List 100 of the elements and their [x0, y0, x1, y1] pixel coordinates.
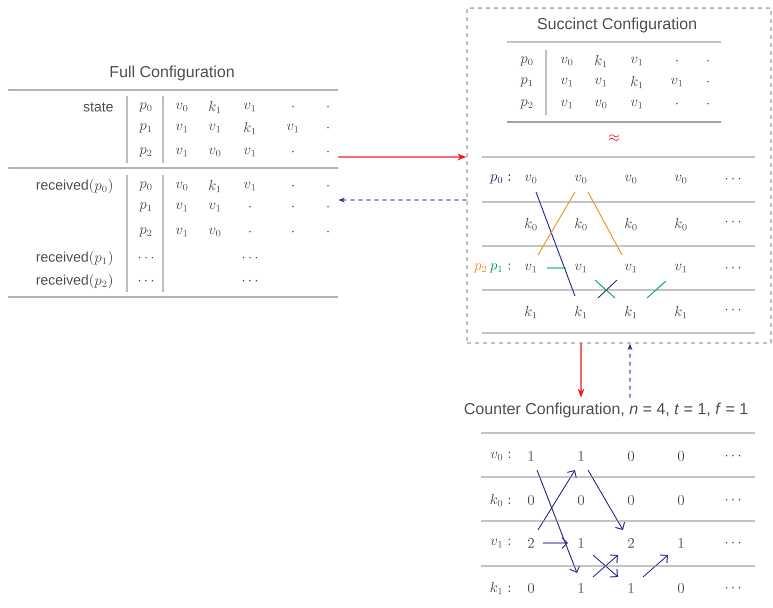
table-entry: $v_1$	[244, 102, 255, 112]
table-entry: $v_0$	[594, 100, 606, 108]
table-entry: $\cdot$	[676, 60, 678, 62]
table-entry: $0$	[628, 495, 634, 506]
table-entry: $0$	[528, 495, 534, 506]
table-entry: $p_1$	[138, 123, 152, 133]
table-entry: $k_0:$	[490, 494, 510, 506]
table-entry: $0$	[528, 583, 534, 594]
table-entry: $k_1$	[209, 180, 220, 192]
table-entry: $v_1$	[574, 264, 586, 272]
table-entry: $\cdots$	[726, 308, 740, 310]
table-entry: $v_1$	[208, 202, 220, 212]
table-entry: $p_1:$	[490, 263, 510, 273]
table-entry: $\cdot$	[327, 230, 329, 232]
table-entry: $p_2$	[138, 147, 152, 157]
table-entry: $\mathrm{received}(p_1)$	[36, 250, 112, 266]
table-entry: $p_0:$	[490, 174, 510, 184]
table-entry: $v_1$	[176, 124, 187, 132]
table-entry: $v_0$	[560, 56, 572, 66]
table-entry: $0$	[628, 451, 634, 462]
table-entry: $\cdots$	[242, 280, 258, 282]
table-entry: $2$	[628, 538, 634, 548]
table-entry: $k_1$	[575, 306, 586, 318]
table-entry: $v_1$	[674, 264, 686, 272]
table-entry: $p_0$	[138, 181, 152, 191]
table-entry: $\cdot$	[327, 206, 329, 208]
table-entry: $v_1$	[630, 56, 642, 66]
table-entry: $p_1$	[520, 77, 532, 87]
table-entry: $p_1$	[138, 202, 152, 212]
table-entry: $0$	[678, 495, 684, 506]
table-entry: $\cdot$	[292, 150, 294, 152]
table-entry: $v_1$	[560, 100, 572, 108]
table-entry: $\mathrm{state}$	[83, 102, 113, 112]
table-entry: $v_0$	[524, 174, 536, 184]
table-entry: $\cdot$	[327, 150, 329, 152]
table-entry: $v_0$	[674, 174, 686, 184]
table-entry: $\cdot$	[327, 126, 329, 128]
table-entry: $\cdots$	[726, 220, 740, 222]
table-entry: $v_1$	[670, 78, 682, 86]
table-entry: $v_1$	[560, 78, 572, 86]
table-entry: $1$	[578, 451, 584, 461]
table-entry: $\mathrm{received}(p_2)$	[36, 274, 112, 288]
table-entry: $\mathrm{received}(p_0)$	[36, 178, 112, 194]
table-entry: $k_1:$	[490, 582, 510, 594]
table-entry: $\cdot$	[707, 102, 709, 104]
table-entry: $0$	[578, 495, 584, 506]
table-entry: $\cdot$	[327, 184, 329, 186]
table-entry: $\cdots$	[726, 266, 740, 268]
table-entry: $\cdot$	[292, 230, 294, 232]
table-entry: $k_0$	[525, 218, 537, 230]
table-entry: $\cdots$	[726, 454, 740, 456]
table-entry: $p_2$	[138, 227, 152, 237]
table-entry: $\cdots$	[138, 280, 154, 282]
table-entry: $\cdot$	[292, 206, 294, 208]
table-entry: $v_1$	[244, 148, 255, 156]
table-entry: $0$	[678, 583, 684, 594]
table-entry: $v_1$	[624, 264, 636, 272]
table-entry: $\approx$	[609, 134, 619, 141]
table-entry: $p_2$	[520, 99, 532, 109]
table-entry: $v_1$	[594, 78, 606, 86]
table-entry: $\cdot$	[327, 106, 329, 108]
table-entry: $k_1$	[675, 306, 686, 318]
table-entry: $v_1$	[208, 124, 220, 132]
table-entry: $v_0$	[208, 228, 220, 236]
table-entry: $k_1$	[209, 100, 220, 114]
table-entry: $v_1$	[244, 182, 255, 190]
table-entry: $k_0$	[675, 218, 687, 230]
table-entry: $\cdots$	[726, 498, 740, 500]
table-entry: $1$	[578, 538, 584, 548]
table-entry: $v_0$	[208, 148, 220, 156]
table-entry: $k_1$	[625, 306, 636, 318]
table-entry: $1$	[678, 538, 684, 548]
table-entry: $1$	[628, 583, 634, 593]
table-entry: $k_0$	[625, 218, 637, 230]
table-entry: $\cdot$	[676, 102, 678, 104]
table-entry: $v_0:$	[490, 452, 510, 460]
table-entry: $\cdots$	[726, 542, 740, 544]
table-entry: $1$	[528, 451, 534, 461]
table-entry: $k_1$	[631, 76, 642, 88]
table-entry: $v_1:$	[490, 538, 510, 548]
table-entry: $\cdots$	[242, 256, 258, 258]
table-entry: $v_1$	[630, 100, 642, 108]
table-entry: $\cdot$	[249, 230, 251, 232]
table-entry: $v_1$	[286, 124, 298, 132]
table-entry: $v_1$	[176, 202, 187, 212]
table-entry: $\cdot$	[707, 60, 709, 62]
table-entry: $v_1$	[524, 264, 536, 272]
table-entry: $\cdots$	[726, 178, 740, 180]
table-entry: $\cdots$	[726, 586, 740, 588]
table-entry: $v_0$	[176, 102, 188, 112]
table-entry: $p_0$	[138, 102, 152, 112]
table-entry: $p_2$	[474, 263, 486, 273]
table-entry: $k_1$	[595, 54, 606, 68]
table-entry: $k_0$	[575, 218, 587, 230]
table-entry: $\cdot$	[707, 80, 709, 82]
table-entry: $k_1$	[525, 306, 536, 318]
table-entry: $\cdots$	[138, 256, 154, 258]
table-entry: $\cdot$	[292, 106, 294, 108]
table-entry: $v_0$	[624, 174, 636, 184]
table-entry: $\cdot$	[292, 184, 294, 186]
